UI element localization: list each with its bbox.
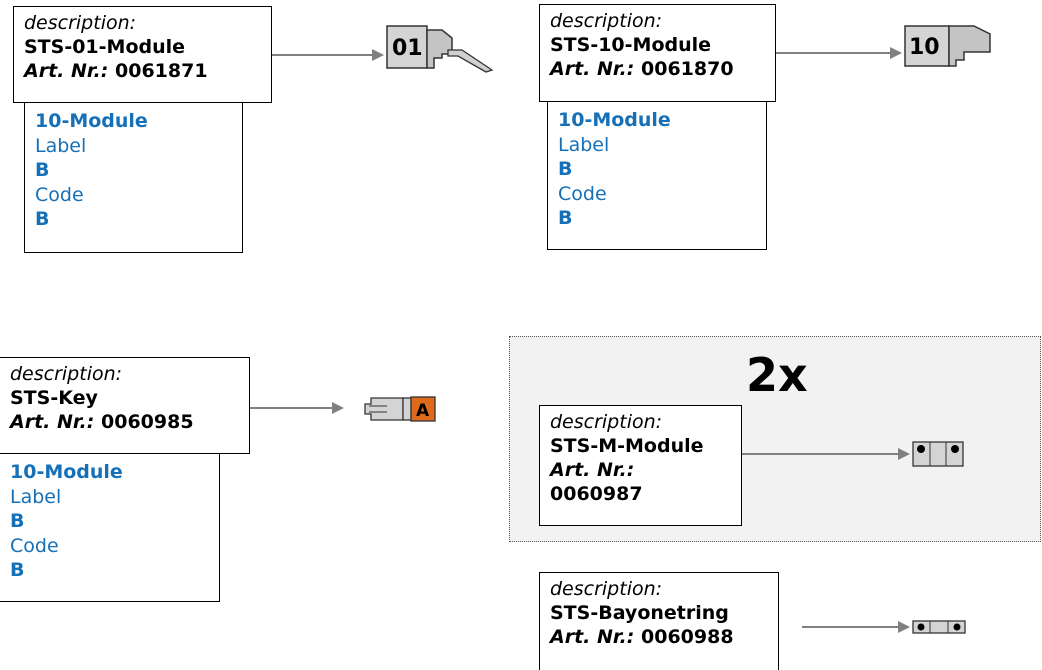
art-nr-line: Art. Nr.: 0060985 <box>10 410 239 434</box>
art-nr-label: Art. Nr.: <box>550 459 635 481</box>
arrow-sts-01 <box>272 49 384 61</box>
art-nr-value: 0061870 <box>641 58 734 80</box>
description-box-sts-m: description: STS-M-Module Art. Nr.: 0060… <box>539 405 742 526</box>
detail-module: 10-Module <box>10 461 123 483</box>
description-box-sts-key: description: STS-Key Art. Nr.: 0060985 <box>0 357 250 454</box>
description-label: description: <box>550 578 663 600</box>
connector-01-text: 01 <box>392 36 423 61</box>
art-nr-line: Art. Nr.: 0060988 <box>550 625 768 649</box>
art-nr-value: 0061871 <box>115 60 208 82</box>
module-name: STS-M-Module <box>550 435 704 457</box>
connector-10-icon: 10 <box>904 25 991 67</box>
art-nr-value: 0060985 <box>101 411 194 433</box>
description-label: description: <box>10 363 123 385</box>
art-nr-label: Art. Nr.: <box>550 626 635 648</box>
detail-code-value: B <box>10 559 25 581</box>
detail-label: Label <box>558 133 610 156</box>
arrow-sts-10 <box>776 47 902 59</box>
module-name: STS-10-Module <box>550 34 712 56</box>
m-module-icon <box>912 441 964 467</box>
key-connector-icon: A <box>364 396 436 422</box>
description-label: description: <box>24 12 137 34</box>
detail-module: 10-Module <box>35 110 148 132</box>
module-name: STS-Bayonetring <box>550 602 729 624</box>
details-box-sts-10: 10-Module Label B Code B <box>547 102 767 250</box>
module-name: STS-01-Module <box>24 36 186 58</box>
key-letter: A <box>416 401 430 421</box>
art-nr-value: 0060988 <box>641 626 734 648</box>
detail-label-value: B <box>10 510 25 532</box>
detail-code: Code <box>35 183 84 206</box>
detail-code: Code <box>10 534 59 557</box>
quantity-label: 2x <box>746 348 808 402</box>
description-label: description: <box>550 411 663 433</box>
description-box-sts-bayonetring: description: STS-Bayonetring Art. Nr.: 0… <box>539 572 779 670</box>
module-name: STS-Key <box>10 387 98 409</box>
connector-01-icon: 01 <box>386 25 494 73</box>
arrow-sts-bayonetring <box>802 621 910 633</box>
detail-label-value: B <box>35 159 50 181</box>
detail-module: 10-Module <box>558 109 671 131</box>
detail-label: Label <box>10 485 62 508</box>
connector-10-text: 10 <box>909 35 940 60</box>
art-nr-label: Art. Nr.: <box>24 60 109 82</box>
art-nr-line: Art. Nr.: 0061870 <box>550 57 765 81</box>
arrow-sts-m <box>742 448 910 460</box>
detail-label-value: B <box>558 158 573 180</box>
detail-code-value: B <box>558 207 573 229</box>
bayonetring-icon <box>912 620 966 634</box>
details-box-sts-01: 10-Module Label B Code B <box>24 103 243 253</box>
description-box-sts-10: description: STS-10-Module Art. Nr.: 006… <box>539 4 776 102</box>
description-box-sts-01: description: STS-01-Module Art. Nr.: 006… <box>13 6 272 103</box>
art-nr-label: Art. Nr.: <box>550 58 635 80</box>
art-nr-value: 0060987 <box>550 483 643 505</box>
description-label: description: <box>550 10 663 32</box>
art-nr-label: Art. Nr.: <box>10 411 95 433</box>
art-nr-line: Art. Nr.: 0061871 <box>24 59 261 83</box>
detail-label: Label <box>35 134 87 157</box>
detail-code-value: B <box>35 208 50 230</box>
detail-code: Code <box>558 182 607 205</box>
details-box-sts-key: 10-Module Label B Code B <box>0 454 220 602</box>
arrow-sts-key <box>250 402 344 414</box>
